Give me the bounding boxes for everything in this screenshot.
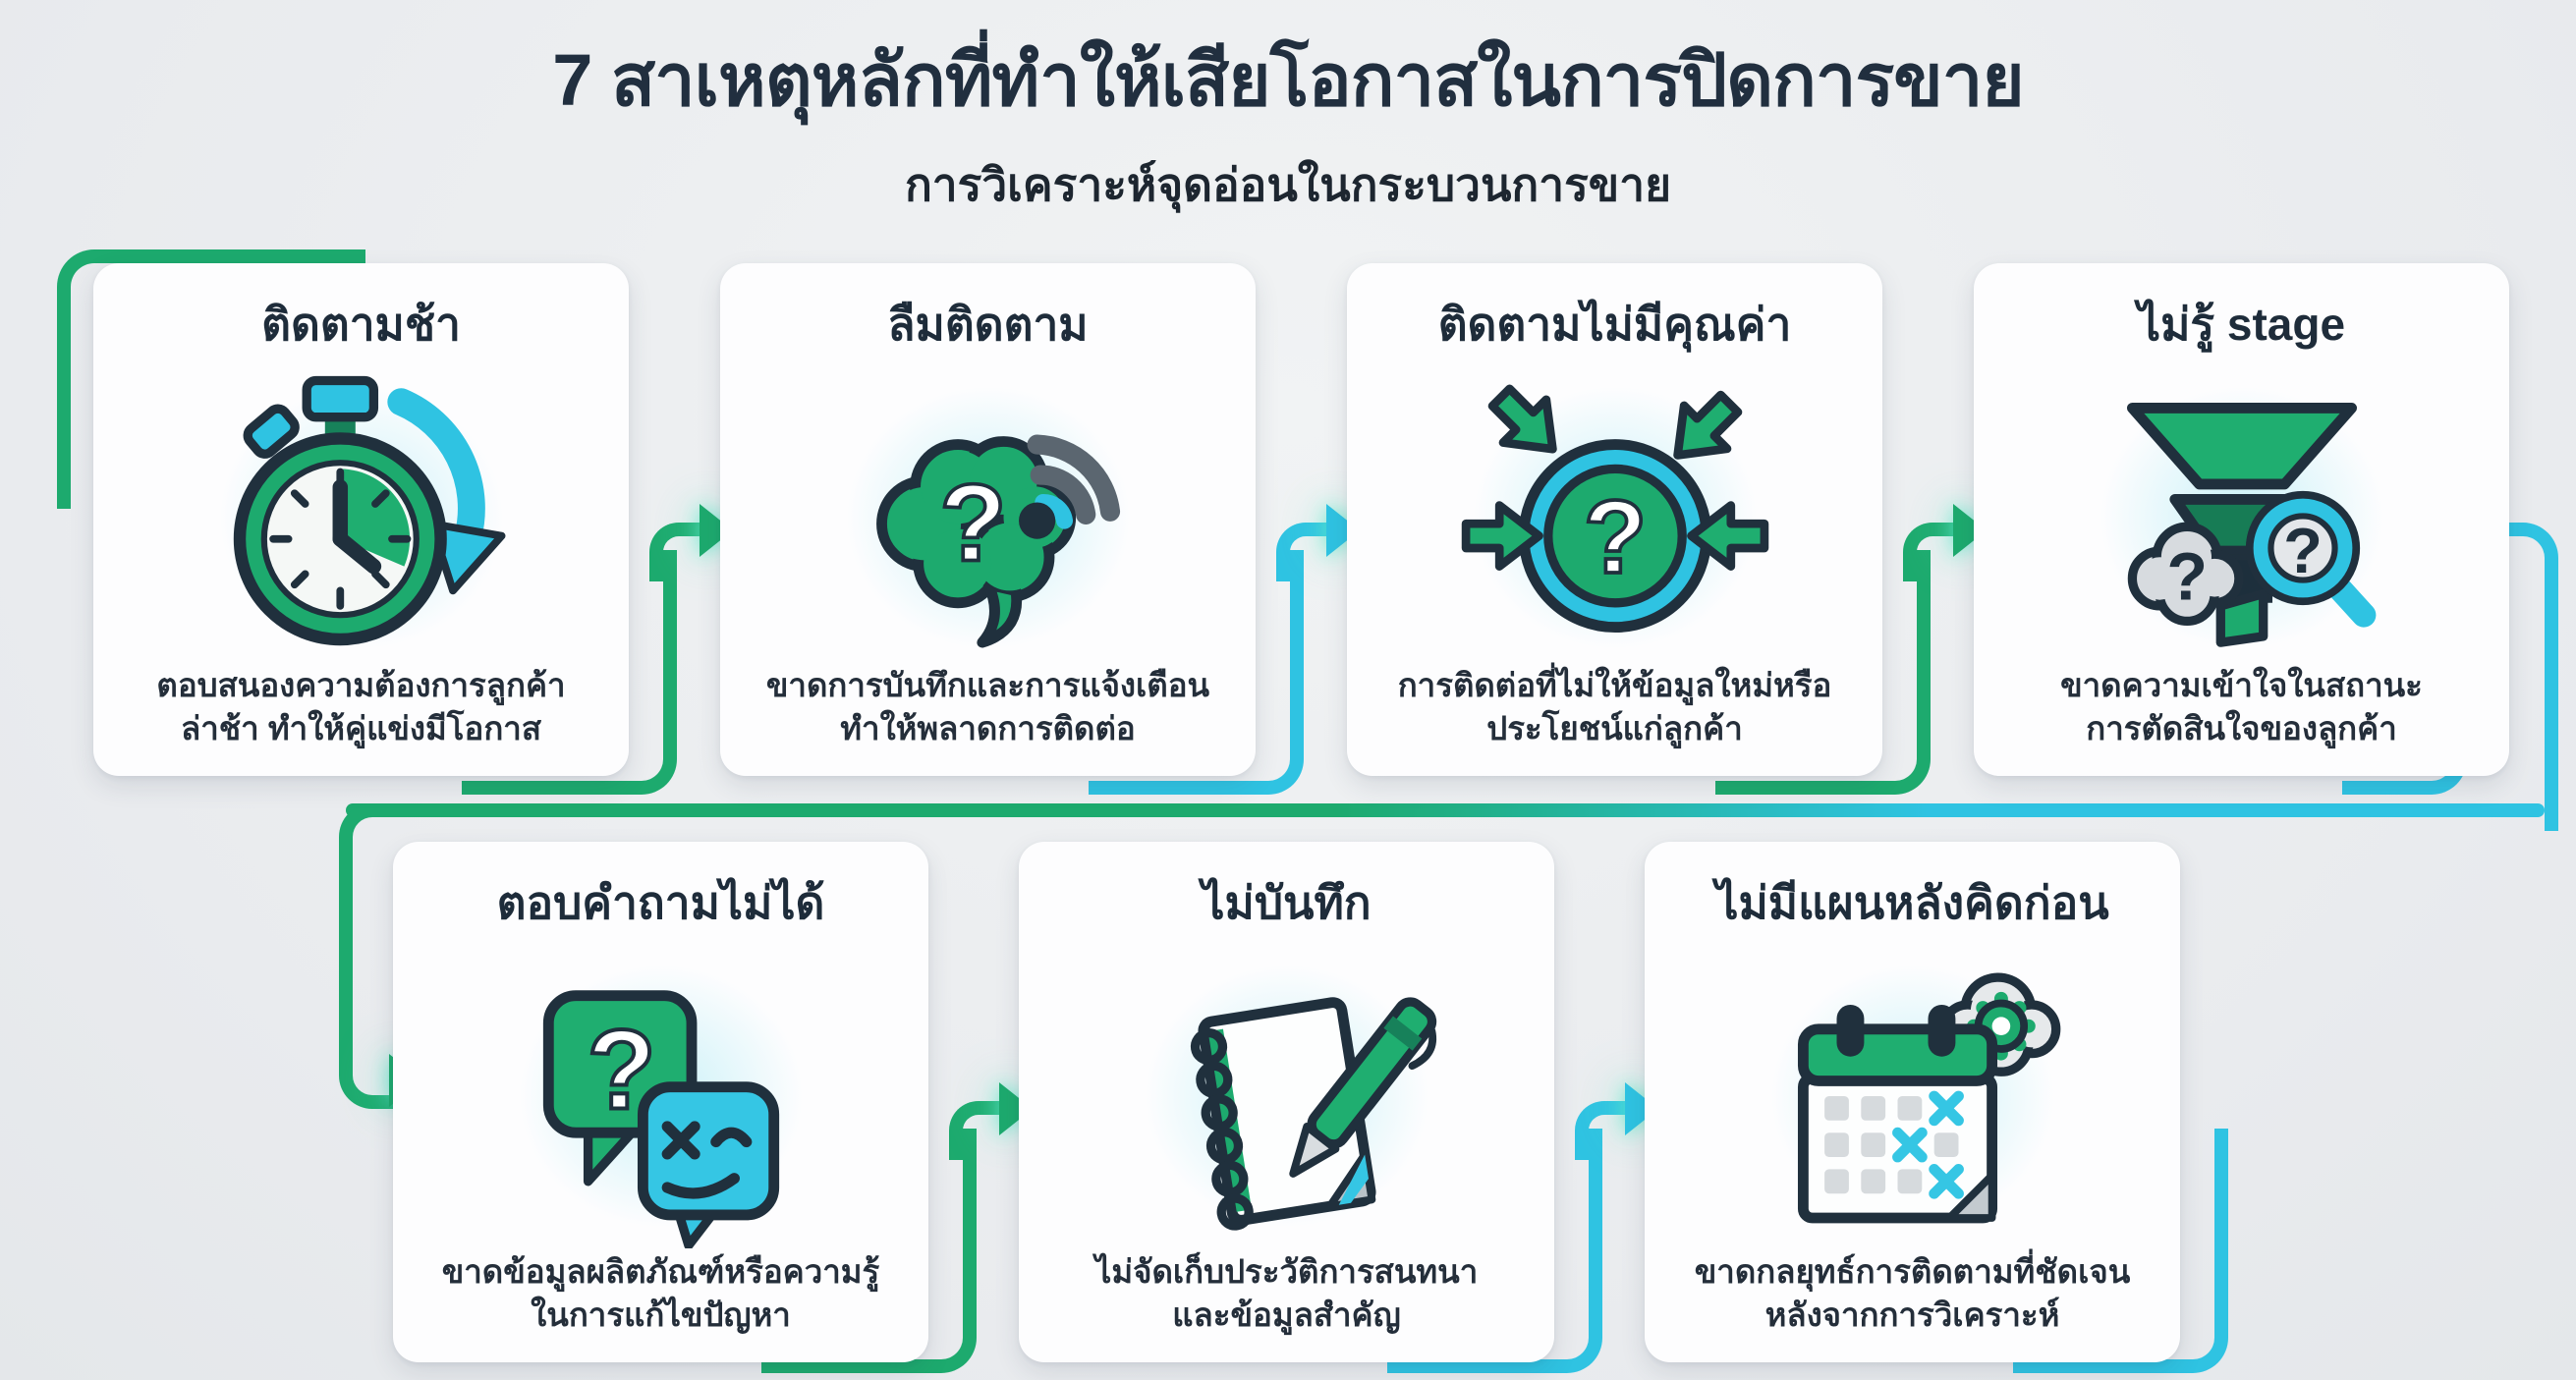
card-description: ขาดการบันทึกและการแจ้งเตือน ทำให้พลาดการ… bbox=[765, 666, 1210, 746]
card-description: ขาดข้อมูลผลิตภัณฑ์หรือความรู้ ในการแก้ไข… bbox=[441, 1252, 880, 1333]
svg-text:?: ? bbox=[939, 461, 1006, 583]
card-description: ตอบสนองความต้องการลูกค้า ล่าช้า ทำให้คู่… bbox=[156, 666, 566, 746]
flow-start-corner bbox=[57, 249, 365, 509]
card-title: ไม่บันทึก bbox=[1202, 877, 1372, 928]
card-description: ขาดกลยุทธ์การติดตามที่ชัดเจน หลังจากการว… bbox=[1694, 1252, 2131, 1333]
cause-card-6: ไม่บันทึก ไม่จัดเก็บประวัติการสนทนา และข… bbox=[1019, 842, 1554, 1362]
card-description: การติดต่อที่ไม่ให้ข้อมูลใหม่หรือ ประโยชน… bbox=[1397, 666, 1832, 746]
chat-bubbles-icon: ? bbox=[464, 914, 858, 1278]
connector-3-4-underline bbox=[1715, 550, 1931, 795]
card-description: ไม่จัดเก็บประวัติการสนทนา และข้อมูลสำคัญ bbox=[1094, 1252, 1479, 1333]
svg-text:?: ? bbox=[587, 1007, 655, 1132]
connector-7-end-accent bbox=[2013, 1129, 2228, 1373]
stopwatch-icon bbox=[164, 336, 558, 699]
cause-card-7: ไม่มีแผนหลังคิดก่อน ขาดกลยุทธ์การติดตามท… bbox=[1645, 842, 2180, 1362]
svg-text:?: ? bbox=[1583, 480, 1646, 595]
inward-arrows-question-icon: ? bbox=[1418, 336, 1812, 699]
card-title: ลืมติดตาม bbox=[887, 299, 1089, 350]
page-title: 7 สาเหตุหลักที่ทำให้เสียโอกาสในการปิดการ… bbox=[552, 39, 2025, 121]
connector-1-2-underline bbox=[462, 550, 677, 795]
svg-text:?: ? bbox=[2283, 515, 2323, 586]
cause-card-1: ติดตามช้า ตอบสนองความต้องการลูกค้า ล่าช้… bbox=[93, 263, 629, 776]
connector-left-drop bbox=[339, 803, 398, 1063]
connector-row-crossover bbox=[346, 803, 2545, 817]
card-title: ติดตามช้า bbox=[261, 299, 461, 350]
svg-text:?: ? bbox=[2166, 540, 2208, 615]
connector-5-6-underline bbox=[761, 1129, 977, 1373]
brain-alert-icon: ? bbox=[791, 336, 1185, 699]
cause-card-5: ตอบคำถามไม่ได้ ? ขาดข้อมูลผลิตภัณฑ์หรือค… bbox=[393, 842, 928, 1362]
cause-card-3: ติดตามไม่มีคุณค่า ? การติดต่อที่ไม่ให้ข้… bbox=[1347, 263, 1882, 776]
cause-card-2: ลืมติดตาม ? ขาดการบันทึกและการแจ้งเตือน … bbox=[720, 263, 1256, 776]
page-subtitle: การวิเคราะห์จุดอ่อนในกระบวนการขาย bbox=[904, 159, 1672, 210]
card-title: ไม่มีแผนหลังคิดก่อน bbox=[1715, 877, 2109, 928]
cause-card-4: ไม่รู้ stage ? ? ขาดความเข้าใจในสถานะ กา… bbox=[1974, 263, 2509, 776]
card-description: ขาดความเข้าใจในสถานะ การตัดสินใจของลูกค้… bbox=[2060, 666, 2423, 746]
card-title: ตอบคำถามไม่ได้ bbox=[496, 877, 825, 928]
card-title: ไม่รู้ stage bbox=[2137, 299, 2346, 350]
connector-6-7-underline bbox=[1387, 1129, 1602, 1373]
card-title: ติดตามไม่มีคุณค่า bbox=[1437, 299, 1792, 350]
connector-2-3-underline bbox=[1089, 550, 1304, 795]
calendar-gear-icon bbox=[1715, 914, 2109, 1278]
funnel-search-icon: ? ? bbox=[2044, 336, 2438, 699]
notebook-pen-icon bbox=[1090, 914, 1484, 1278]
